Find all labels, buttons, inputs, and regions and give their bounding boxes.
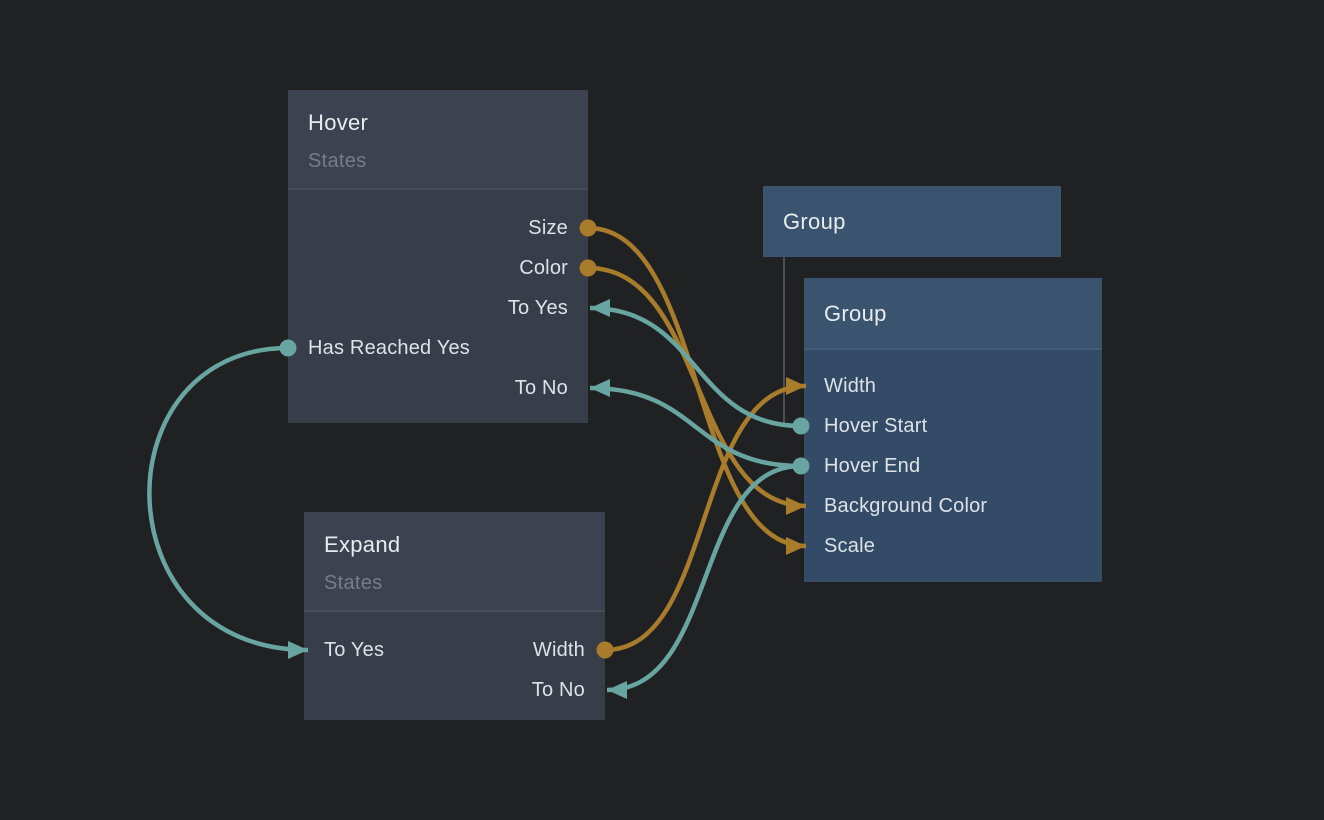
node-title: Group [824,301,887,326]
port-group-scale[interactable]: Scale [824,535,876,557]
edge-expand-width__group-width[interactable] [604,377,807,653]
port-hover-has-reached-yes[interactable]: Has Reached Yes [308,337,471,359]
node-subtitle: States [308,150,367,172]
node-subtitle: States [324,572,383,594]
node-header: Group [763,186,1061,257]
node-header: Group [804,278,1102,350]
edge-group-hover-end__expand-to-no[interactable] [606,463,802,699]
edge-group-hover-start__hover-to-yes[interactable] [589,299,802,429]
hierarchy-link-line [783,257,800,427]
port-group-background-color[interactable]: Background Color [824,495,988,517]
edge-hover-color__group-background-color[interactable] [587,265,807,515]
port-expand-width[interactable]: Width [532,639,585,661]
port-hover-to-yes[interactable]: To Yes [507,297,568,319]
edge-hover-has-reached-yes__expand-to-yes[interactable] [147,345,309,659]
edge-group-hover-end__hover-to-no[interactable] [589,379,802,469]
port-group-hover-end[interactable]: Hover End [824,455,921,477]
node-title: Expand [324,532,401,557]
port-group-width[interactable]: Width [824,375,877,397]
node-title: Hover [308,110,369,135]
port-expand-to-no[interactable]: To No [531,679,585,701]
edge-hover-size__group-scale[interactable] [587,225,807,555]
node-title: Group [783,209,846,234]
port-hover-color[interactable]: Color [519,257,568,279]
port-hover-to-no[interactable]: To No [514,377,568,399]
port-hover-size[interactable]: Size [528,217,568,239]
port-expand-to-yes[interactable]: To Yes [324,639,385,661]
node-group-parent[interactable]: Group [763,186,1061,257]
port-group-hover-start[interactable]: Hover Start [824,415,928,437]
